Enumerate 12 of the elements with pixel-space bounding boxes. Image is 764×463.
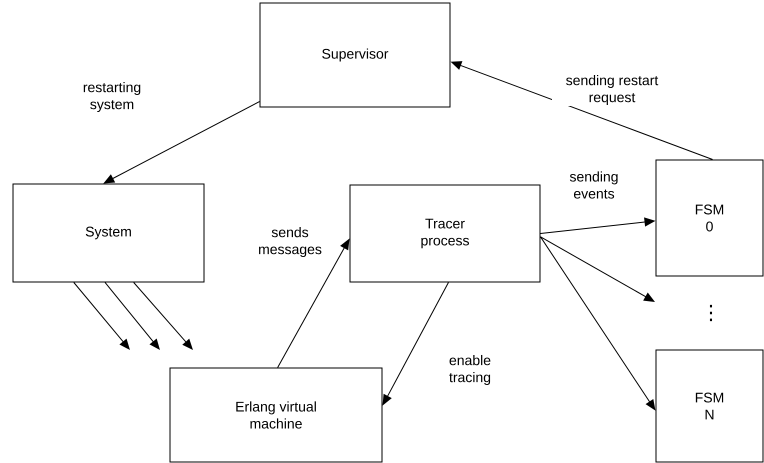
process-box: Erlang virtual machine [170, 368, 382, 462]
process-box: FSM 0 [656, 160, 764, 276]
process-box: Tracer process [350, 184, 540, 282]
edge-label: sending events [562, 170, 626, 200]
edge-label: restarting system [74, 80, 150, 114]
ellipsis-label: ⋮ [710, 304, 712, 322]
process-box: System [12, 184, 204, 282]
process-box: FSM N [656, 350, 764, 462]
process-box: Supervisor [260, 2, 450, 108]
edge-label: sending restart request [552, 74, 672, 106]
edge-label: enable tracing [439, 354, 501, 386]
edge-label: sends messages [249, 226, 331, 258]
